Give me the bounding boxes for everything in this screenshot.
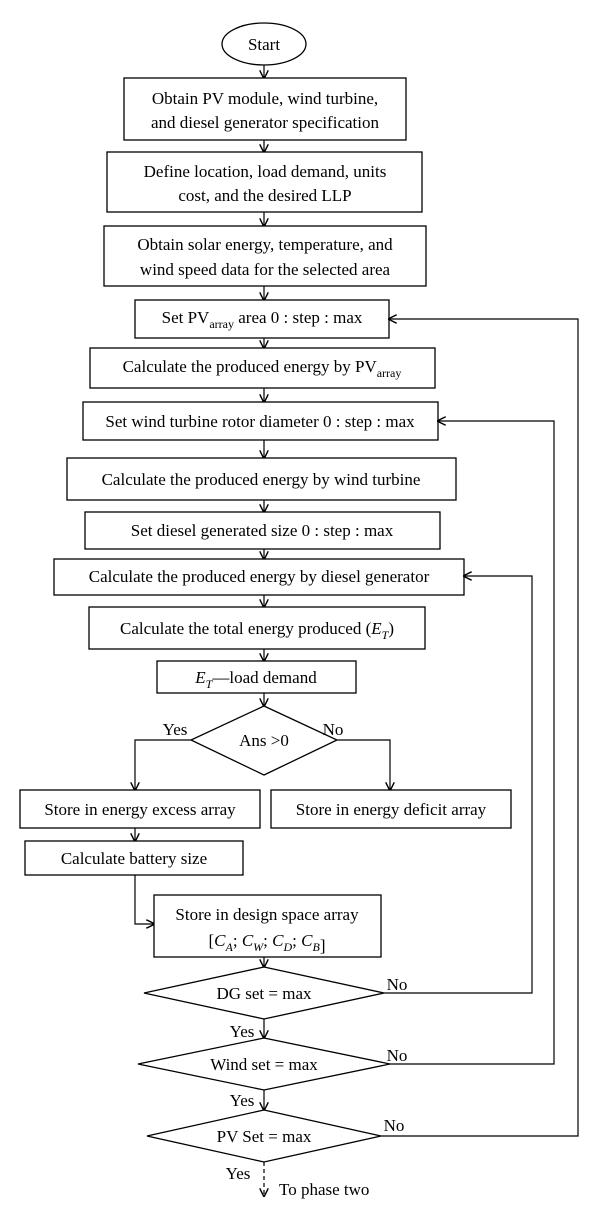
design-term-var: C xyxy=(272,931,284,950)
step-define-line2: cost, and the desired LLP xyxy=(178,186,351,205)
step-set-wind-diameter xyxy=(82,401,439,441)
decision-pv-yes-label: Yes xyxy=(226,1164,251,1183)
loop-dg-to-diesel xyxy=(384,576,533,994)
arrow-no-deficit xyxy=(337,739,390,790)
decision-ans-positive-label: Ans >0 xyxy=(239,731,289,750)
step-set-diesel-size xyxy=(84,511,441,550)
to-phase-two-label: To phase two xyxy=(279,1180,369,1199)
design-term-sub: W xyxy=(253,940,264,954)
design-term-sep: ; xyxy=(233,931,242,950)
step-obtain-data-line2: wind speed data for the selected area xyxy=(140,260,391,279)
step-calc-battery xyxy=(24,840,244,876)
step-obtain-data-line1: Obtain solar energy, temperature, and xyxy=(137,235,393,254)
decision-ans-no-label: No xyxy=(323,720,344,739)
decision-pv-max-label: PV Set = max xyxy=(217,1127,312,1146)
step-energy-minus-load-label: ET—load demand xyxy=(194,668,317,691)
step-obtain-specs xyxy=(123,77,407,141)
design-term-var: C xyxy=(242,931,254,950)
design-term-sub: A xyxy=(225,940,234,954)
design-term-sub: B xyxy=(313,940,321,954)
step-store-deficit-label: Store in energy deficit array xyxy=(296,800,487,819)
decision-dg-yes-label: Yes xyxy=(230,1022,255,1041)
bracket-open: [ xyxy=(208,931,214,950)
step-calc-battery-label: Calculate battery size xyxy=(61,849,207,868)
decision-wind-yes-label: Yes xyxy=(230,1091,255,1110)
step-store-design-space-terms: [CA; CW; CD; CB] xyxy=(208,931,325,955)
design-term-sub: D xyxy=(283,940,293,954)
step-set-wind-diameter-label: Set wind turbine rotor diameter 0 : step… xyxy=(105,412,415,431)
decision-dg-max-label: DG set = max xyxy=(216,984,312,1003)
arrow-battery-design xyxy=(134,875,154,924)
step-calc-pv-energy xyxy=(89,347,436,389)
bracket-close: ] xyxy=(320,936,326,955)
step-calc-wind-energy xyxy=(66,457,457,501)
decision-wind-no-label: No xyxy=(387,1046,408,1065)
loop-wind-to-setwind xyxy=(390,421,555,1065)
step-set-pv-area-label: Set PVarray area 0 : step : max xyxy=(162,308,363,331)
loop-pv-to-setpv xyxy=(381,319,579,1137)
start-label: Start xyxy=(248,35,280,54)
design-term-sep: ; xyxy=(263,931,272,950)
step-set-diesel-size-label: Set diesel generated size 0 : step : max xyxy=(131,521,394,540)
step-calc-wind-energy-label: Calculate the produced energy by wind tu… xyxy=(102,470,421,489)
decision-dg-no-label: No xyxy=(387,975,408,994)
step-calc-total-energy xyxy=(88,606,426,650)
step-calc-total-energy-label: Calculate the total energy produced (ET) xyxy=(120,619,394,642)
step-energy-minus-load xyxy=(156,660,357,694)
step-obtain-specs-line1: Obtain PV module, wind turbine, xyxy=(152,89,378,108)
step-obtain-data xyxy=(103,225,427,287)
design-term-var: C xyxy=(214,931,226,950)
step-store-design-space xyxy=(153,894,382,958)
step-define-line1: Define location, load demand, units xyxy=(144,162,387,181)
step-calc-pv-energy-label: Calculate the produced energy by PVarray xyxy=(123,357,402,380)
step-calc-diesel-energy-label: Calculate the produced energy by diesel … xyxy=(89,567,430,586)
step-calc-diesel-energy xyxy=(53,558,465,596)
arrow-yes-excess xyxy=(135,739,191,790)
step-set-pv-area xyxy=(134,299,390,339)
decision-wind-max-label: Wind set = max xyxy=(210,1055,318,1074)
step-store-deficit xyxy=(270,789,512,829)
decision-ans-yes-label: Yes xyxy=(163,720,188,739)
decision-ans-positive xyxy=(189,705,339,776)
design-term-var: C xyxy=(301,931,313,950)
step-obtain-specs-line2: and diesel generator specification xyxy=(151,113,379,132)
decision-pv-no-label: No xyxy=(384,1116,405,1135)
design-term-sep: ; xyxy=(292,931,301,950)
step-store-excess xyxy=(19,789,261,829)
step-store-excess-label: Store in energy excess array xyxy=(44,800,236,819)
step-store-design-space-line1: Store in design space array xyxy=(175,905,359,924)
